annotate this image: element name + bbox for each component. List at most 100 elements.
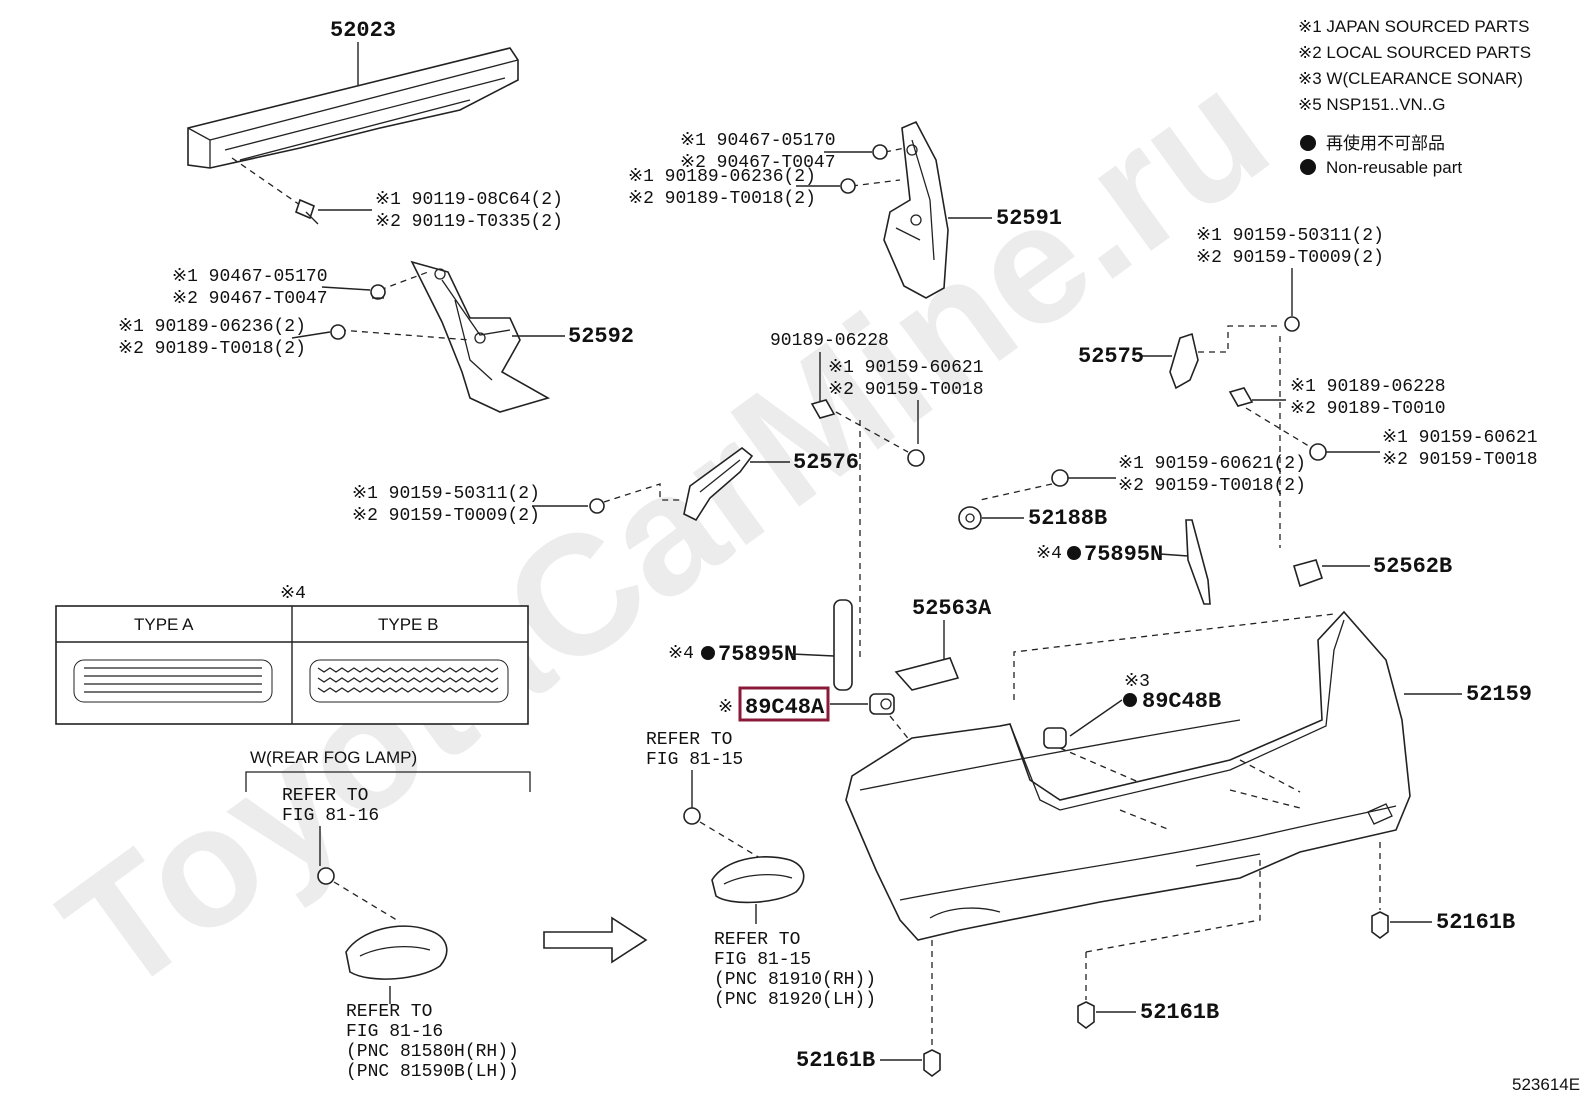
bolt-icon (317, 867, 335, 885)
part-number: 52161B (796, 1048, 875, 1073)
nut-icon (810, 399, 836, 419)
part-52161B-clip-middle[interactable]: 52161B (1077, 952, 1219, 1029)
part-52575-bracket[interactable]: 52575 (1078, 268, 1300, 390)
nonreusable-dot-icon (1067, 546, 1081, 560)
part-number: 75895N (1084, 542, 1163, 567)
part-number: 89C48B (1142, 689, 1221, 714)
refer-text: FIG 81-16 (346, 1022, 443, 1042)
bolt-icon (295, 198, 319, 225)
legend-item: ※5 NSP151..VN..G (1298, 95, 1445, 114)
part-75895N-left[interactable]: ※4 75895N (668, 599, 853, 691)
callout-text: ※1 90159-50311(2) (1196, 226, 1384, 246)
refer-text: (PNC 81910(RH)) (714, 970, 876, 990)
part-number: 52023 (330, 18, 396, 43)
legend: ※1 JAPAN SOURCED PARTS ※2 LOCAL SOURCED … (1298, 17, 1531, 177)
type-a-label: TYPE A (134, 615, 194, 634)
highlight-box (738, 686, 830, 722)
callout-text: ※2 90159-T0009(2) (352, 506, 540, 526)
callout-text: ※2 90467-T0047 (680, 153, 836, 173)
note-mark: ※4 (668, 644, 694, 664)
callout-text: ※2 90189-T0018(2) (118, 339, 306, 359)
fastener-group-right[interactable] (1228, 336, 1380, 548)
nonreusable-dot-icon (1300, 135, 1316, 151)
clip-icon (923, 1049, 941, 1077)
refer-text: (PNC 81590B(LH)) (346, 1062, 519, 1082)
nut-icon (840, 178, 856, 194)
part-number: 52562B (1373, 554, 1452, 579)
part-number-highlighted: 89C48A (745, 695, 825, 720)
part-52576-bracket[interactable]: 52576 (532, 446, 859, 522)
callout-text: ※1 90467-05170 (680, 131, 836, 151)
callout-text: ※1 90467-05170 (172, 267, 328, 287)
note-mark: ※4 (1036, 544, 1062, 564)
part-number: 52591 (996, 206, 1062, 231)
refer-text: (PNC 81580H(RH)) (346, 1042, 519, 1062)
bolt-icon (589, 498, 605, 514)
clip-icon (1077, 1001, 1095, 1029)
callout-text: ※1 90189-06236(2) (118, 317, 306, 337)
callout-text: ※1 90189-06236(2) (628, 167, 816, 187)
bolt-icon (683, 807, 701, 825)
legend-item: ※2 LOCAL SOURCED PARTS (1298, 43, 1531, 62)
callout-text: ※1 90159-60621 (1382, 428, 1538, 448)
nut-icon (330, 324, 346, 340)
legend-nonreuse-jp: 再使用不可部品 (1326, 133, 1445, 153)
refer-text: REFER TO (646, 730, 732, 750)
refer-text: REFER TO (282, 786, 368, 806)
legend-item: ※3 W(CLEARANCE SONAR) (1298, 69, 1523, 88)
bolt-icon (1051, 469, 1069, 487)
part-52161B-clip-right[interactable]: 52161B (1371, 910, 1515, 939)
type-b-pattern (309, 659, 509, 703)
callout-text: ※2 90159-T0018 (1382, 450, 1538, 470)
part-number: 52563A (912, 596, 992, 621)
part-52562B-retainer[interactable]: 52562B (1292, 554, 1452, 588)
bolt-icon (1309, 443, 1327, 461)
bolt-icon (907, 449, 925, 467)
part-52159-rear-bumper[interactable]: 52159 (845, 610, 1532, 953)
note-mark: ※4 (280, 584, 306, 604)
callout-text: 90189-06228 (770, 331, 889, 351)
callout-text: ※1 90159-60621(2) (1118, 454, 1306, 474)
part-75895N-right[interactable]: ※4 75895N (1036, 519, 1211, 605)
type-b-label: TYPE B (378, 615, 438, 634)
part-52161B-clip-left[interactable]: 52161B (796, 940, 941, 1077)
fog-lamp-icon (345, 925, 448, 980)
nut-icon (1228, 387, 1254, 407)
fastener-group-center[interactable]: 90189-06228 ※1 90159-60621 ※2 90159-T001… (770, 331, 984, 660)
part-number: 52159 (1466, 682, 1532, 707)
part-52023-reinforcement[interactable]: 52023 (187, 18, 519, 225)
refer-text: (PNC 81920(LH)) (714, 990, 876, 1010)
refer-text: REFER TO (346, 1002, 432, 1022)
note-mark: ※ (718, 698, 733, 718)
nonreusable-dot-icon (1300, 159, 1316, 175)
callout-text: ※2 90159-T0018 (828, 380, 984, 400)
refer-text: FIG 81-15 (714, 950, 811, 970)
part-number: 52576 (793, 450, 859, 475)
clip-icon (958, 506, 982, 530)
bolt-icon (1284, 316, 1300, 332)
note-mark: ※3 (1124, 672, 1150, 692)
callout-text: ※1 90159-50311(2) (352, 484, 540, 504)
part-52563A-retainer[interactable]: 52563A (894, 596, 992, 691)
figure-id: 523614E (1512, 1075, 1580, 1094)
part-89C48B-sensor[interactable]: ※3 89C48B (1043, 672, 1221, 801)
callout-text: ※1 90189-06228 (1290, 377, 1446, 397)
part-number: 52188B (1028, 506, 1107, 531)
nonreusable-dot-icon (1123, 693, 1137, 707)
sensor-icon (1043, 727, 1067, 749)
part-number: 52161B (1140, 1000, 1219, 1025)
part-number: 52592 (568, 324, 634, 349)
fastener-group-middle[interactable]: 52188B (958, 469, 1116, 531)
callout-text: ※2 90189-T0010 (1290, 399, 1446, 419)
part-52592-bracket[interactable]: 52592 (291, 260, 634, 413)
legend-item: ※1 JAPAN SOURCED PARTS (1298, 17, 1530, 36)
callout-text: ※2 90467-T0047 (172, 289, 328, 309)
refer-text: FIG 81-16 (282, 806, 379, 826)
clip-icon (370, 284, 386, 300)
part-52591-bracket[interactable]: 52591 (796, 120, 1062, 299)
callout-text: ※1 90119-08C64(2) (375, 190, 563, 210)
callout-text: ※2 90159-T0009(2) (1196, 248, 1384, 268)
part-number: 52575 (1078, 344, 1144, 369)
